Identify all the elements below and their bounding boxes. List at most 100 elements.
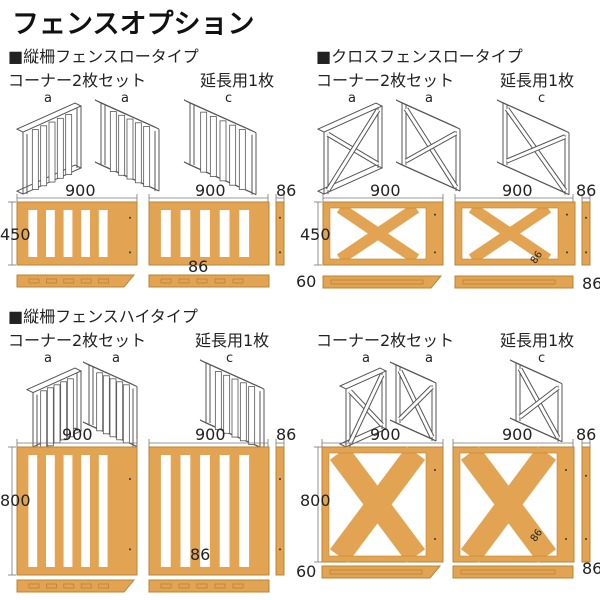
base-depth-dimension: 86 (582, 559, 600, 578)
base-height-dimension: 60 (296, 562, 316, 581)
side-view-post (275, 201, 285, 266)
extension-label: 延長用1枚 (195, 331, 269, 350)
part-label-c: c (226, 351, 233, 366)
slat (200, 111, 208, 173)
opening-edge (459, 452, 558, 557)
slat-opening (63, 210, 73, 257)
screw-hole (565, 538, 567, 540)
top-view-rail (148, 274, 270, 288)
screw-hole (566, 251, 568, 254)
rail-groove (460, 569, 556, 575)
depth-dimension: 86 (576, 181, 596, 200)
slat (214, 371, 222, 430)
screw-hole (434, 251, 436, 254)
extension-label: 延長用1枚 (200, 71, 274, 90)
depth-dimension: 86 (276, 181, 296, 200)
part-label-a: a (112, 351, 120, 366)
width-dimension: 900 (195, 425, 226, 444)
slat-opening (200, 455, 210, 567)
corner-set-label: コーナー2枚セット (316, 331, 454, 350)
cross-brace (519, 386, 559, 419)
opening-edge (461, 207, 559, 260)
screw-hole (434, 213, 436, 216)
part-label-a: a (121, 91, 129, 106)
height-dimension: 800 (300, 491, 331, 510)
slat-opening (200, 210, 210, 257)
slat-opening (239, 210, 250, 257)
slat-opening (63, 455, 73, 567)
cross-fence-3d-illustration (338, 367, 388, 448)
slot (46, 278, 57, 284)
side-view-post (275, 446, 285, 576)
slat-opening (81, 455, 90, 567)
width-dimension: 900 (502, 181, 533, 200)
slat (46, 387, 54, 447)
screw-hole (279, 216, 281, 219)
screw-hole (129, 478, 131, 480)
part-label-a: a (425, 91, 433, 106)
slat (229, 124, 237, 186)
cross-panel-front-view (454, 201, 576, 266)
cross-fence-3d-illustration (496, 99, 570, 196)
fence-drawings (8, 99, 591, 593)
slat (96, 372, 104, 432)
cross-brace (336, 203, 420, 264)
part-label-a: a (362, 351, 370, 366)
slat (31, 129, 39, 190)
section-vertical-high: ■縦柵フェンスハイタイプ コーナー2枚セット 延長用1枚 a a c 900 9… (0, 307, 296, 564)
section-vertical-low: ■縦柵フェンスロータイプ コーナー2枚セット 延長用1枚 a a c 900 9… (0, 47, 296, 276)
slat-opening (46, 455, 55, 567)
slot (178, 583, 190, 589)
cross-panel-front-view (322, 201, 444, 266)
vertical-slat-panel-front-view (16, 446, 138, 576)
slat-fence-3d-illustration (94, 99, 160, 192)
width-dimension: 900 (502, 425, 533, 444)
cross-brace (468, 203, 552, 264)
top-view-rail (16, 274, 136, 288)
cross-panel-front-view (321, 446, 444, 563)
slat-opening (46, 210, 55, 257)
cross-brace (326, 109, 380, 191)
section-cross-low: ■クロスフェンスロータイプ コーナー2枚セット 延長用1枚 a a c 900 … (296, 47, 600, 293)
cross-brace (329, 446, 426, 563)
cross-brace (405, 131, 457, 163)
screw-hole (129, 216, 131, 219)
screw-hole (434, 538, 436, 540)
top-view-rail (322, 275, 443, 289)
height-dimension: 450 (300, 225, 331, 244)
part-label-a: a (348, 91, 356, 106)
base-depth-dimension: 86 (582, 274, 600, 293)
slot (196, 583, 208, 589)
slot (98, 583, 109, 589)
rail-groove (329, 569, 423, 575)
slat-opening (28, 210, 38, 257)
slat (238, 129, 246, 190)
screw-hole (279, 478, 281, 480)
slat-fence-3d-illustration (82, 361, 138, 448)
width-dimension: 900 (370, 181, 401, 200)
top-rail (509, 359, 563, 385)
slot (214, 278, 226, 284)
rail-groove (330, 279, 424, 285)
slot (160, 583, 172, 589)
opening-edge (328, 452, 427, 557)
part-label-c: c (538, 91, 545, 106)
slat-opening (180, 455, 191, 567)
depth-dimension: 86 (576, 425, 596, 444)
width-dimension: 900 (370, 425, 401, 444)
cross-brace (348, 374, 384, 444)
depth-dimension: 86 (276, 425, 296, 444)
slot (232, 278, 244, 284)
screw-hole (434, 469, 436, 471)
slot (63, 583, 75, 589)
part-label-c: c (538, 351, 545, 366)
base-height-dimension: 60 (296, 272, 316, 291)
slat (223, 374, 231, 434)
cross-fence-3d-illustration (389, 361, 437, 442)
slat (209, 116, 217, 177)
screw-hole (129, 251, 131, 254)
slot (80, 583, 92, 589)
slat-opening (239, 455, 250, 567)
slat-opening (28, 455, 38, 567)
part-label-a: a (425, 351, 433, 366)
